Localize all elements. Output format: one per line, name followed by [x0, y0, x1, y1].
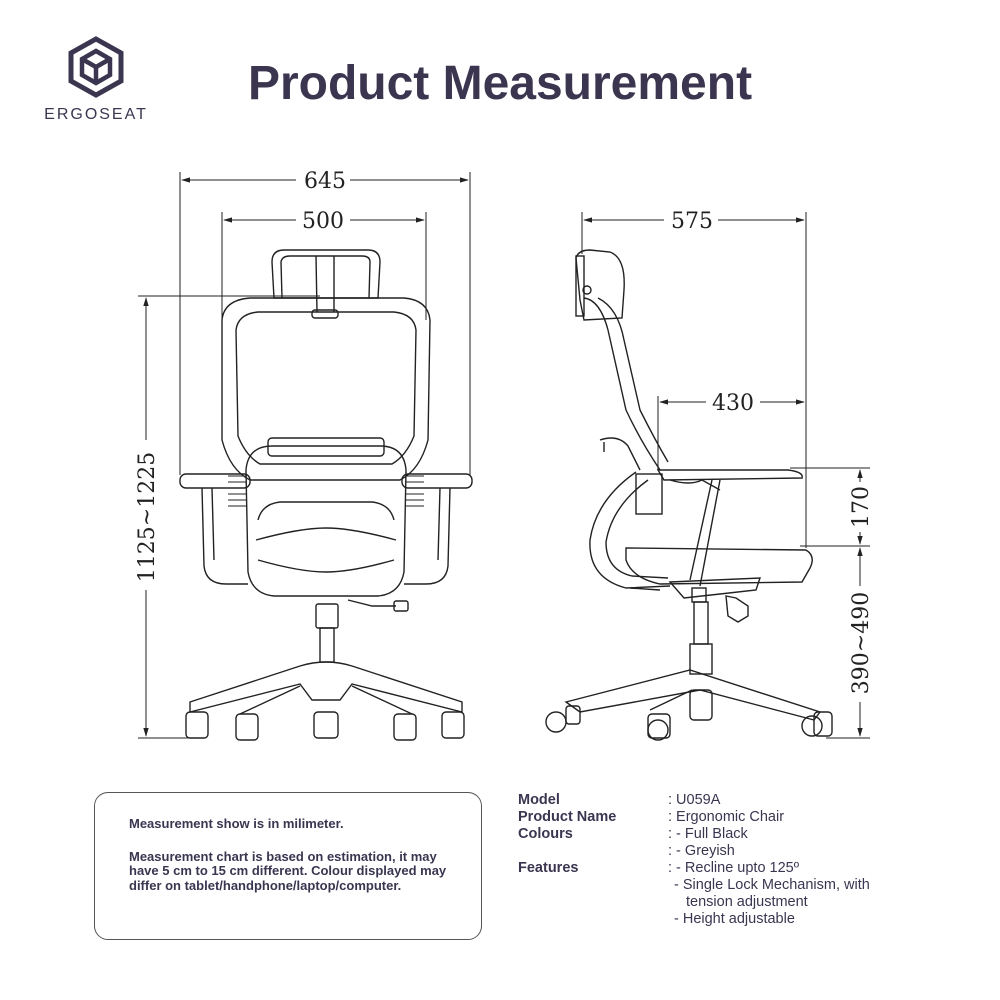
dim-side-armrest-height: 170	[849, 486, 874, 528]
spec-features-label: Features	[518, 860, 579, 876]
spec-feature-2: - Single Lock Mechanism, with	[674, 877, 870, 893]
spec-colour-1: : - Full Black	[668, 826, 748, 842]
spec-feature-3: - Height adjustable	[674, 911, 795, 927]
brand-name: ERGOSEAT	[44, 106, 148, 123]
spec-colours-label: Colours	[518, 826, 573, 842]
dim-side-depth: 575	[671, 209, 713, 234]
measurement-notes: Measurement show is in milimeter. Measur…	[94, 792, 482, 940]
spec-feature-2b: tension adjustment	[686, 894, 808, 910]
note-unit: Measurement show is in milimeter.	[129, 816, 344, 831]
dim-front-height-range: 1125~1225	[135, 452, 160, 582]
dim-front-seat-width: 500	[302, 209, 344, 234]
dim-front-overall-width: 645	[304, 169, 346, 194]
front-view	[179, 249, 473, 741]
side-view	[545, 249, 833, 741]
dim-side-seat-height-range: 390~490	[849, 592, 874, 694]
spec-model-label: Model	[518, 792, 560, 808]
spec-colour-2: : - Greyish	[668, 843, 735, 859]
page-title: Product Measurement	[247, 57, 753, 110]
chair-drawing: 645 500 1125~1225	[134, 168, 874, 741]
spec-product-name-label: Product Name	[518, 809, 617, 825]
spec-model-value: : U059A	[668, 792, 721, 808]
spec-feature-1: : - Recline upto 125º	[668, 860, 800, 876]
brand-logo: ERGOSEAT	[36, 36, 156, 132]
dim-side-seat-depth: 430	[712, 391, 754, 416]
spec-product-name-value: : Ergonomic Chair	[668, 809, 785, 825]
note-estimation: Measurement chart is based on estimation…	[129, 848, 447, 893]
cube-hexagon-icon	[68, 36, 124, 98]
